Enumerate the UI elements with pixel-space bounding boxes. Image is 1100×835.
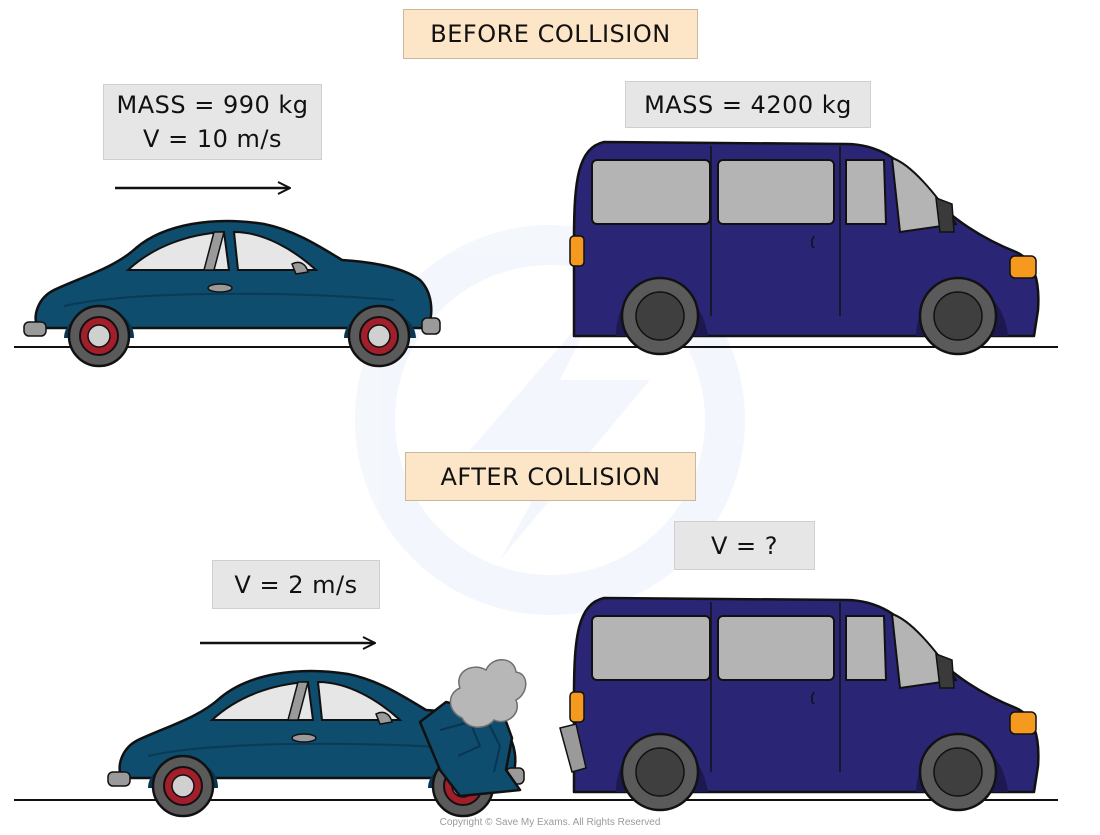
car-info-box: MASS = 990 kg V = 10 m/s bbox=[103, 84, 322, 160]
car-before bbox=[22, 219, 442, 368]
copyright-text: Copyright © Save My Exams. All Rights Re… bbox=[439, 817, 661, 828]
watermark bbox=[355, 225, 745, 615]
crashed-car bbox=[106, 669, 526, 818]
van-before bbox=[568, 140, 1040, 356]
van-after bbox=[568, 596, 1040, 812]
before-collision-heading: BEFORE COLLISION bbox=[403, 9, 698, 59]
van-velocity-unknown-label: V = ? bbox=[674, 521, 815, 570]
smoke-cloud bbox=[449, 659, 527, 728]
after-collision-heading: AFTER COLLISION bbox=[405, 452, 696, 501]
van-mass-label: MASS = 4200 kg bbox=[625, 81, 871, 128]
car-velocity-label: V = 10 m/s bbox=[143, 125, 282, 153]
bent-bumper bbox=[559, 723, 587, 773]
car-velocity-after-label: V = 2 m/s bbox=[212, 560, 380, 609]
car-mass-label: MASS = 990 kg bbox=[116, 91, 309, 119]
